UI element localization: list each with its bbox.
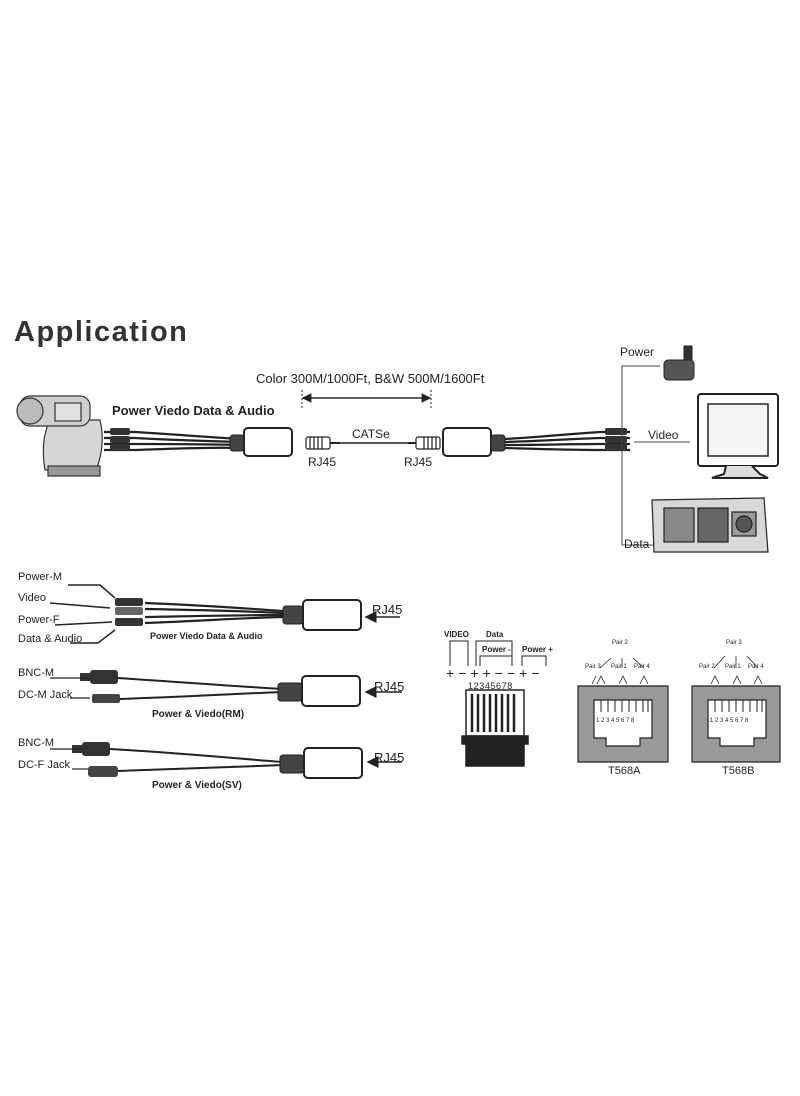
- adapter-2-rj45: RJ45: [374, 679, 405, 694]
- t568b-pair-a: Pair 2: [699, 664, 715, 670]
- distance-label: Color 300M/1000Ft, B&W 500M/1600Ft: [256, 371, 485, 386]
- t568a-pair-a: Pair 3: [585, 664, 601, 670]
- adapter-2-line-2: DC-M Jack: [18, 689, 73, 701]
- adapter-2-line-1: BNC-M: [18, 667, 55, 679]
- t568b-jack-icon: [691, 685, 781, 763]
- balun-right: [442, 427, 506, 457]
- power-adapter-icon: [663, 345, 695, 381]
- page-title: Application: [14, 316, 189, 348]
- ptz-camera-icon: [16, 395, 103, 477]
- t568b-pair-c: Pair 4: [748, 664, 764, 670]
- pinout-power-minus-label: Power -: [482, 645, 511, 654]
- adapter-2-bnc-icon: [80, 670, 118, 684]
- t568a-pins: 1 2 3 4 5 6 7 8: [596, 718, 635, 724]
- adapter-1-line-2: Video: [18, 592, 46, 604]
- rj45-right-label: RJ45: [404, 455, 433, 469]
- camera-label: Power Viedo Data & Audio: [112, 403, 275, 418]
- receiver-cable-tails: [504, 430, 630, 452]
- t568a-top-pair: Pair 2: [612, 640, 628, 646]
- adapter-3-caption: Power & Viedo(SV): [152, 780, 242, 791]
- t568a-jack-icon: [577, 685, 669, 763]
- adapter-3-balun: [279, 747, 363, 779]
- pinout-power-plus-label: Power +: [522, 645, 553, 654]
- rj45-plug-pinout-icon: [461, 689, 529, 767]
- adapter-1-balun: [282, 599, 362, 631]
- camera-cable-tails: [104, 430, 241, 452]
- balun-left: [229, 427, 293, 457]
- power-label: Power: [620, 345, 655, 359]
- t568a-pair-c: Pair 4: [634, 664, 650, 670]
- adapter-2-caption: Power & Viedo(RM): [152, 709, 245, 720]
- t568b-pair-b: Pair 1: [725, 664, 741, 670]
- video-label: Video: [648, 428, 679, 442]
- t568a-pair-b: Pair 1: [611, 664, 627, 670]
- adapter-1-wires: [49, 584, 116, 644]
- pinout-pin-numbers: 12345678: [468, 681, 513, 691]
- cable-label: CATSe: [352, 427, 390, 441]
- adapter-1-caption: Power Viedo Data & Audio: [150, 631, 263, 641]
- pinout-polarity: +−++−−+−: [446, 665, 544, 681]
- adapter-1-rj45: RJ45: [372, 602, 403, 617]
- output-bracket: [621, 365, 690, 546]
- t568b-pins: 1 2 3 4 5 6 7 8: [710, 718, 749, 724]
- pinout-video-label: VIDEO: [444, 630, 469, 639]
- data-label: Data: [624, 537, 650, 551]
- adapter-1-line-3: Power-F: [18, 614, 60, 626]
- adapter-1-line-4: Data & Audio: [18, 633, 83, 645]
- adapter-3-line-2: DC-F Jack: [18, 759, 70, 771]
- t568b-name: T568B: [722, 765, 755, 777]
- adapter-1-cable: [144, 601, 284, 625]
- rj45-plug-right-icon: [408, 436, 441, 450]
- pinout-brackets: [449, 640, 547, 666]
- t568a-name: T568A: [608, 765, 641, 777]
- keyboard-controller-icon: [651, 497, 769, 553]
- pinout-data-label: Data: [486, 630, 504, 639]
- adapter-2-balun: [277, 675, 361, 707]
- rj45-left-label: RJ45: [308, 455, 337, 469]
- adapter-3-line-1: BNC-M: [18, 737, 55, 749]
- monitor-icon: [697, 393, 779, 479]
- adapter-1-line-1: Power-M: [18, 571, 63, 583]
- t568b-top-pair: Pair 3: [726, 640, 742, 646]
- rj45-plug-left-icon: [305, 436, 340, 450]
- adapter-3-rj45: RJ45: [374, 750, 405, 765]
